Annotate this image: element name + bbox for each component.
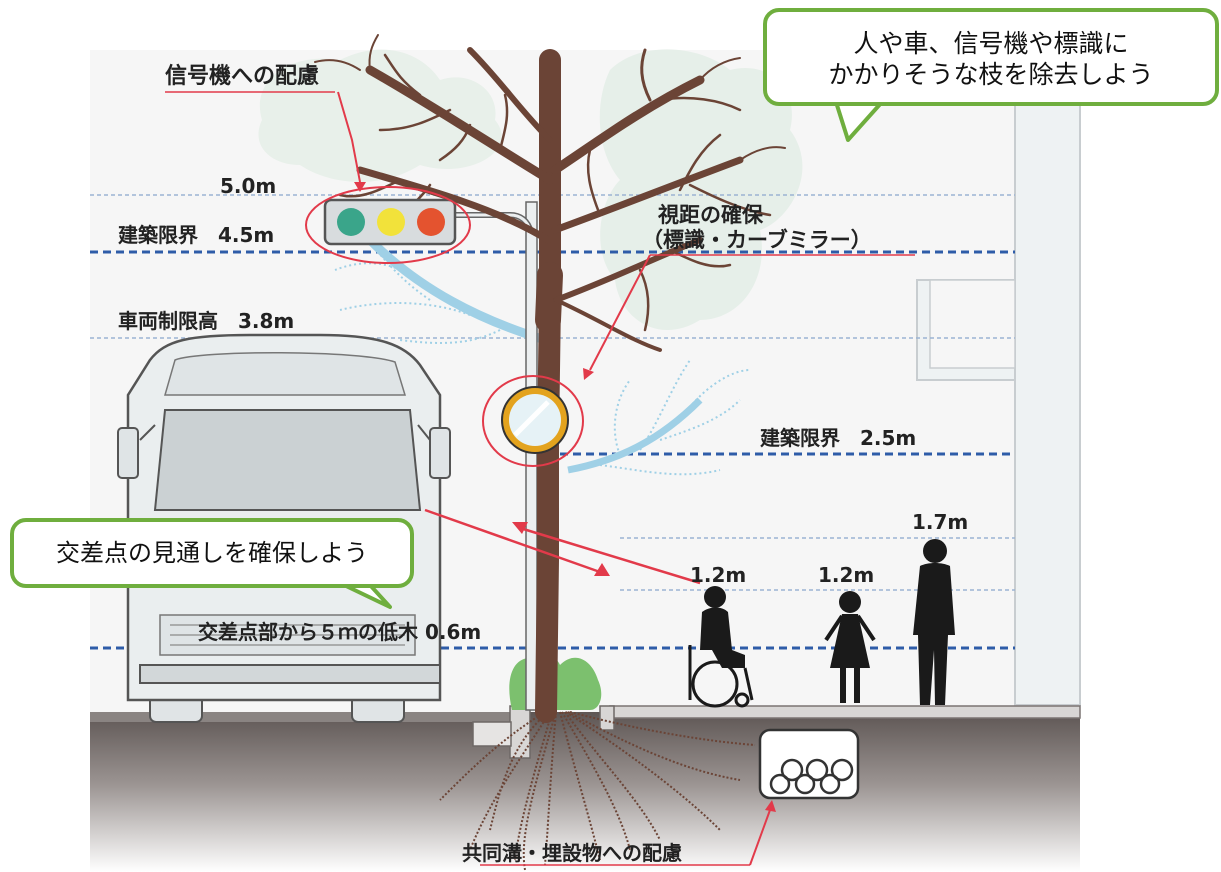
road-surface bbox=[90, 712, 510, 722]
clearance-2-5-label: 建築限界 2.5m bbox=[760, 426, 917, 450]
traffic-signal bbox=[323, 198, 457, 246]
sidewalk-surface bbox=[609, 705, 1081, 719]
curb bbox=[509, 705, 531, 759]
height-5-0-label: 5.0m bbox=[220, 174, 277, 198]
building-wall bbox=[1014, 94, 1081, 706]
foliage-left bbox=[258, 49, 502, 182]
signal-yellow-lamp bbox=[377, 208, 405, 236]
child-silhouette bbox=[824, 591, 876, 703]
pruned-branches bbox=[334, 229, 751, 476]
signal-red-lamp bbox=[417, 208, 445, 236]
truck bbox=[117, 333, 451, 723]
top-callout-tail bbox=[834, 100, 886, 142]
utility-conduit bbox=[758, 728, 860, 800]
tree-pit-edge bbox=[599, 705, 615, 731]
sight-distance-label-line2: （標識・カーブミラー） bbox=[642, 228, 872, 252]
left-callout-text: 交差点の見通しを確保しよう bbox=[56, 539, 368, 567]
top-callout: 人や車、信号機や標識に かかりそうな枝を除去しよう bbox=[763, 8, 1219, 106]
curve-mirror bbox=[501, 386, 569, 454]
top-callout-line1: 人や車、信号機や標識に bbox=[853, 29, 1129, 58]
building-balcony-inner bbox=[929, 279, 1016, 369]
highlights bbox=[165, 91, 915, 866]
clearance-4-5-label: 建築限界 4.5m bbox=[118, 223, 275, 247]
height-1-2-wheelchair-label: 1.2m bbox=[690, 563, 747, 587]
adult-silhouette bbox=[913, 539, 955, 705]
gutter bbox=[472, 721, 512, 747]
roots bbox=[439, 711, 756, 871]
low-tree-0-6-label: 交差点部から５ｍの低木 0.6m bbox=[198, 620, 482, 644]
height-1-2-child-label: 1.2m bbox=[818, 563, 875, 587]
signal-green-lamp bbox=[337, 208, 365, 236]
sight-distance-label-line1: 視距の確保 bbox=[658, 203, 763, 227]
signal-consideration-label: 信号機への配慮 bbox=[165, 64, 320, 89]
height-1-7-label: 1.7m bbox=[912, 510, 969, 534]
wheelchair-user-silhouette bbox=[688, 586, 754, 708]
left-callout: 交差点の見通しを確保しよう bbox=[10, 518, 414, 588]
top-callout-line2: かかりそうな枝を除去しよう bbox=[828, 60, 1154, 89]
underground-consideration-label: 共同溝・埋設物への配慮 bbox=[462, 841, 682, 865]
vehicle-height-3-8-label: 車両制限高 3.8m bbox=[118, 309, 295, 333]
